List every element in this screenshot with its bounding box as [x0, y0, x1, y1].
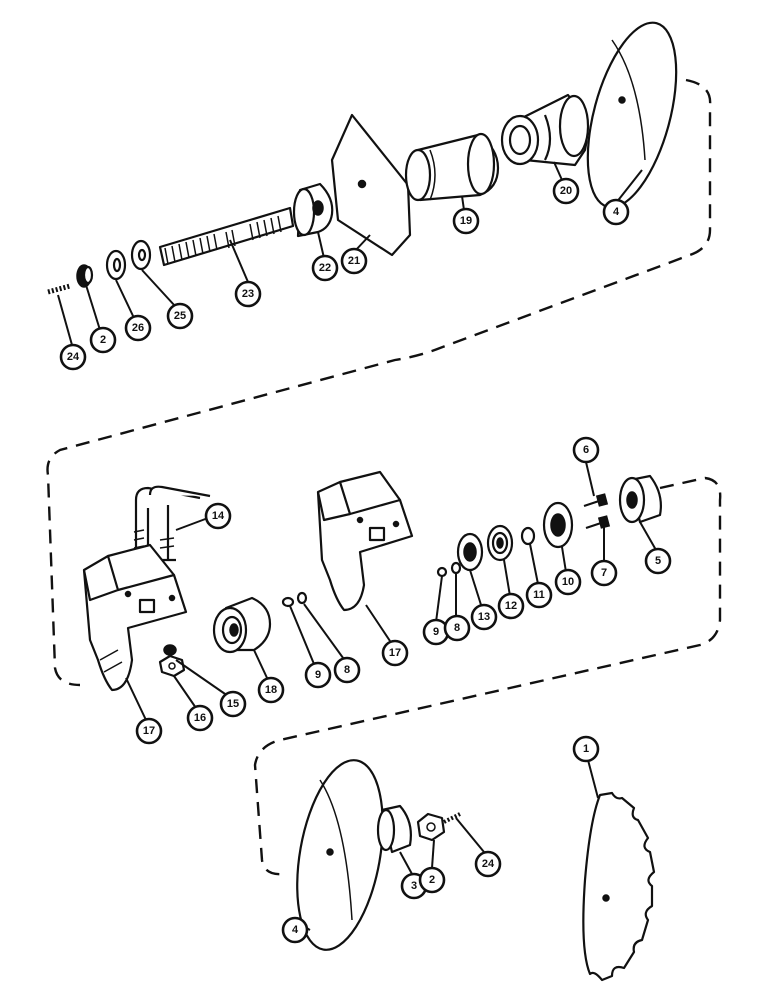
callout-1: 1 [572, 735, 600, 763]
svg-text:20: 20 [560, 185, 572, 197]
leader-lines [57, 161, 657, 931]
svg-text:12: 12 [505, 600, 517, 612]
callout-13: 13 [470, 603, 498, 631]
callout-8-right: 8 [443, 614, 471, 642]
bearing-housing-18 [212, 596, 272, 654]
washer-26 [105, 249, 127, 281]
callout-21: 21 [340, 247, 368, 275]
callout-19: 19 [452, 207, 480, 235]
cotter-pin-bottom [443, 812, 461, 824]
svg-text:2: 2 [100, 334, 106, 346]
callout-20: 20 [552, 177, 580, 205]
svg-text:17: 17 [143, 725, 155, 737]
callout-2-bottom: 2 [418, 866, 446, 894]
mounting-bracket-right [316, 470, 414, 612]
svg-text:9: 9 [433, 626, 439, 638]
svg-text:6: 6 [583, 444, 589, 456]
svg-text:8: 8 [344, 664, 350, 676]
callout-24-bottom: 24 [474, 850, 502, 878]
svg-text:10: 10 [562, 576, 574, 588]
callout-4-bottom: 4 [281, 916, 309, 944]
notched-disc-blade [582, 791, 656, 982]
svg-text:5: 5 [655, 555, 661, 567]
svg-text:19: 19 [460, 215, 472, 227]
seal-12 [486, 524, 514, 562]
spacer-3 [376, 804, 412, 854]
callout-24: 24 [59, 343, 87, 371]
svg-text:25: 25 [174, 310, 186, 322]
spacer-spool-22 [292, 182, 334, 238]
callout-25: 25 [166, 302, 194, 330]
callout-2: 2 [89, 326, 117, 354]
svg-text:18: 18 [265, 684, 277, 696]
flange-13 [456, 532, 484, 572]
disc-blade-bottom [296, 759, 384, 951]
callout-22: 22 [311, 254, 339, 282]
disc-blade-top [586, 21, 678, 209]
svg-text:1: 1 [583, 743, 589, 755]
svg-text:8: 8 [454, 622, 460, 634]
nut-washer-pair-left [281, 591, 308, 608]
callout-7: 7 [590, 559, 618, 587]
callout-12: 12 [497, 592, 525, 620]
spool-spacer-20 [500, 93, 590, 167]
svg-text:17: 17 [389, 647, 401, 659]
callout-18: 18 [257, 676, 285, 704]
castle-nut-top [76, 264, 94, 288]
retainer-plate-10 [542, 501, 574, 549]
svg-text:7: 7 [601, 567, 607, 579]
callout-6: 6 [572, 436, 600, 464]
svg-text:3: 3 [411, 880, 417, 892]
castle-nut-bottom [416, 812, 446, 842]
callout-9-left: 9 [304, 661, 332, 689]
callout-5: 5 [644, 547, 672, 575]
nut-washer-pair-right [436, 561, 462, 578]
svg-text:4: 4 [292, 924, 299, 936]
callout-8-left: 8 [333, 656, 361, 684]
callout-14: 14 [204, 502, 232, 530]
callout-15: 15 [219, 690, 247, 718]
hex-nut-16 [158, 654, 186, 678]
svg-text:9: 9 [315, 669, 321, 681]
svg-text:4: 4 [613, 206, 620, 218]
svg-text:24: 24 [67, 351, 80, 363]
cotter-pin-top [47, 283, 71, 295]
callout-4-top: 4 [602, 198, 630, 226]
svg-text:22: 22 [319, 262, 331, 274]
callout-10: 10 [554, 568, 582, 596]
bolt-6 [583, 493, 609, 508]
callout-23: 23 [234, 280, 262, 308]
callout-11: 11 [525, 581, 553, 609]
svg-text:15: 15 [227, 698, 239, 710]
bolt-7 [585, 515, 611, 530]
svg-text:24: 24 [482, 858, 495, 870]
svg-text:23: 23 [242, 288, 254, 300]
svg-text:21: 21 [348, 255, 360, 267]
upper-group-boundary [46, 78, 712, 687]
svg-text:26: 26 [132, 322, 144, 334]
callout-16: 16 [186, 704, 214, 732]
bearing-tube-19 [404, 132, 500, 202]
axle-bolt [158, 206, 295, 267]
svg-text:13: 13 [478, 611, 490, 623]
svg-text:14: 14 [212, 510, 225, 522]
washer-25 [130, 239, 152, 271]
bearing-ring-11 [520, 526, 536, 546]
mounting-bracket-left [82, 543, 188, 692]
callout-17-left: 17 [135, 717, 163, 745]
hub-5 [618, 474, 662, 524]
lock-washer-15 [163, 644, 177, 656]
svg-text:2: 2 [429, 874, 435, 886]
svg-text:11: 11 [533, 589, 545, 601]
svg-text:16: 16 [194, 712, 206, 724]
middle-group-boundary [253, 476, 722, 876]
scraper-plate [330, 113, 412, 257]
callout-17-right: 17 [381, 639, 409, 667]
callout-26: 26 [124, 314, 152, 342]
